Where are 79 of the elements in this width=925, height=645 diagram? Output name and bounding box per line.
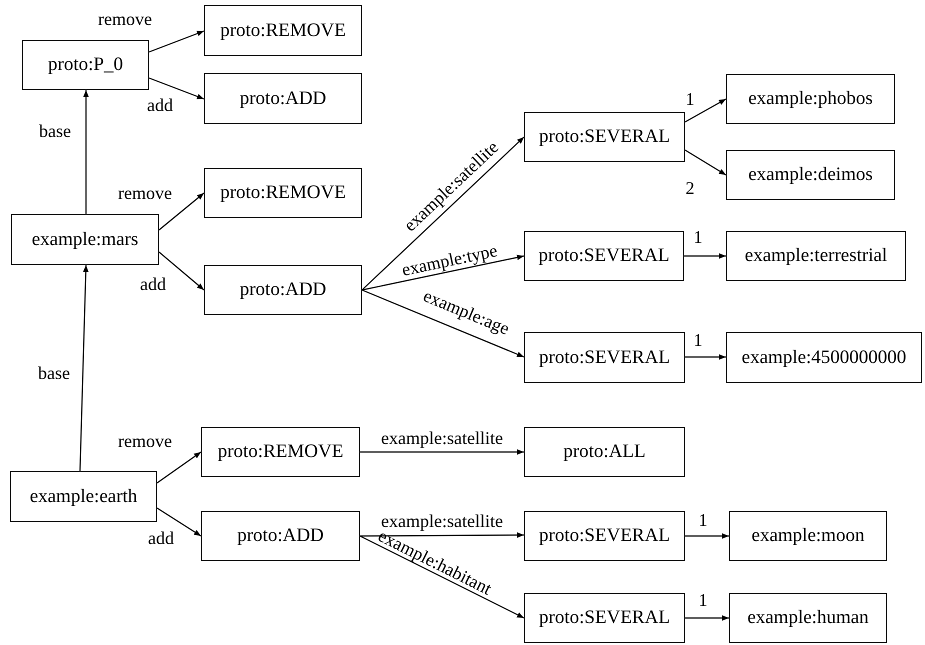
edge-label: 2 <box>686 179 694 197</box>
node-label: proto:SEVERAL <box>539 607 670 629</box>
node-label: example:phobos <box>748 88 873 110</box>
edge-label: base <box>39 122 71 140</box>
arrow <box>156 508 202 536</box>
edge-label: base <box>38 364 70 382</box>
node-label: example:human <box>747 607 869 629</box>
arrow <box>79 264 89 472</box>
arrow <box>684 253 726 259</box>
node-box <box>204 5 362 56</box>
node-label: proto:ADD <box>240 279 326 301</box>
edge-label: example:satellite <box>381 429 503 447</box>
node-box <box>726 332 922 383</box>
node-label: proto:P_0 <box>48 54 123 76</box>
edge-label: example:satellite <box>381 512 503 530</box>
arrow <box>148 30 204 53</box>
node-label: proto:SEVERAL <box>539 346 670 368</box>
node-label: proto:REMOVE <box>220 20 346 42</box>
edge-label: 1 <box>694 228 702 246</box>
edge-label: remove <box>98 10 152 28</box>
arrow <box>685 354 726 360</box>
edge-label: 1 <box>686 90 694 108</box>
node-box <box>729 593 887 643</box>
node-box <box>524 332 685 383</box>
node-label: example:mars <box>32 228 138 250</box>
arrow <box>362 254 524 291</box>
node-box <box>524 511 685 561</box>
edge-label: example:type <box>400 241 498 279</box>
arrow <box>684 98 726 123</box>
arrow <box>158 252 204 290</box>
arrow <box>362 289 524 358</box>
edge-label: add <box>140 275 166 293</box>
node-label: proto:ADD <box>240 88 326 110</box>
node-box <box>201 511 360 561</box>
node-label: example:earth <box>30 486 138 508</box>
node-box <box>729 511 887 561</box>
edge-label: 1 <box>698 591 708 609</box>
arrow <box>360 535 524 619</box>
arrow <box>148 77 204 100</box>
node-label: proto:SEVERAL <box>538 245 670 267</box>
edge-label: 1 <box>694 331 702 349</box>
arrow <box>83 90 89 214</box>
edge-label: 1 <box>698 511 708 529</box>
node-box <box>11 214 159 265</box>
node-label: example:deimos <box>748 164 873 186</box>
node-box <box>204 168 362 218</box>
node-label: example:4500000000 <box>742 346 906 368</box>
node-label: proto:REMOVE <box>218 441 344 463</box>
node-box <box>10 471 157 522</box>
node-box <box>204 265 362 315</box>
node-box <box>726 74 895 124</box>
arrow <box>360 532 524 538</box>
node-label: proto:ADD <box>237 525 324 547</box>
node-label: example:terrestrial <box>744 245 888 267</box>
edge-label: remove <box>118 432 172 450</box>
edge-label: remove <box>118 184 172 202</box>
arrow <box>158 192 204 230</box>
arrow <box>360 449 524 455</box>
arrow <box>362 136 524 290</box>
node-box <box>524 593 685 643</box>
edge-label: add <box>147 96 173 114</box>
node-box <box>22 40 149 90</box>
arrow <box>685 533 729 539</box>
node-box <box>524 427 685 477</box>
node-label: proto:SEVERAL <box>539 126 670 148</box>
node-label: proto:ALL <box>563 441 646 463</box>
node-box <box>726 231 906 281</box>
node-box <box>204 73 362 124</box>
node-box <box>524 231 684 281</box>
edge-label: add <box>148 529 174 547</box>
node-box <box>726 150 895 200</box>
node-box <box>524 112 685 162</box>
node-box <box>201 427 360 477</box>
node-label: proto:SEVERAL <box>539 525 670 547</box>
arrow <box>684 149 726 176</box>
node-label: example:moon <box>752 525 864 547</box>
arrow <box>685 615 729 621</box>
node-label: proto:REMOVE <box>220 182 346 204</box>
arrow <box>156 452 202 484</box>
